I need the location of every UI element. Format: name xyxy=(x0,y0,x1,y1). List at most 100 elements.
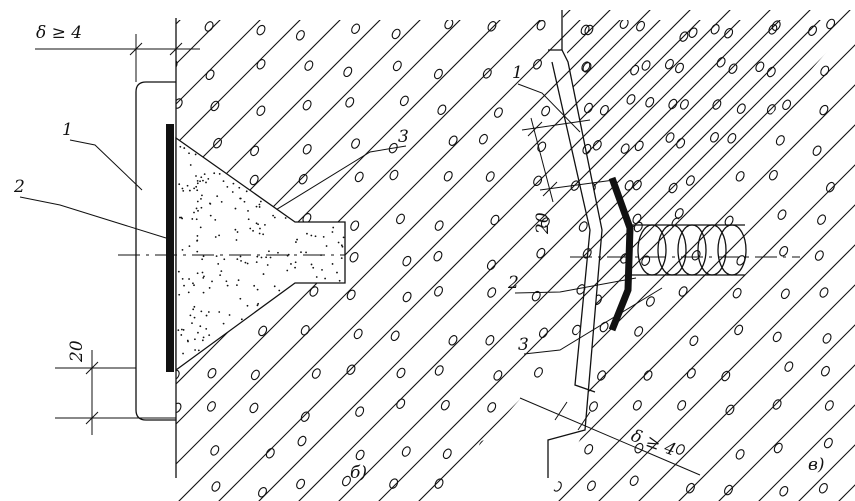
pebble-mark xyxy=(210,445,220,456)
callout-2-left: 2 xyxy=(13,177,25,197)
stipple-dot xyxy=(183,147,186,149)
stipple-dot xyxy=(209,202,211,205)
stipple-dot xyxy=(202,179,204,182)
stipple-dot xyxy=(324,277,327,280)
pebble-mark xyxy=(534,367,543,378)
stipple-dot xyxy=(306,232,308,235)
stipple-dot xyxy=(180,334,183,336)
stipple-dot xyxy=(294,261,297,264)
pebble-mark xyxy=(807,284,817,295)
pebble-mark xyxy=(686,368,696,379)
form-panel xyxy=(135,81,176,421)
stipple-dot xyxy=(200,176,203,179)
pebble-mark xyxy=(818,482,828,494)
stipple-dot xyxy=(266,264,269,266)
stipple-dot xyxy=(252,229,254,232)
stipple-dot xyxy=(236,231,239,233)
pebble-mark xyxy=(396,398,406,409)
pebble-mark xyxy=(536,20,546,31)
form-panel-right xyxy=(551,61,596,393)
stipple-dot xyxy=(290,263,292,265)
stipple-dot xyxy=(286,269,289,272)
stipple-dot xyxy=(196,235,199,237)
stipple-dot xyxy=(182,352,184,355)
pebble-mark xyxy=(820,65,830,77)
stipple-dot xyxy=(197,349,200,352)
stipple-dot xyxy=(226,185,229,188)
pebble-mark xyxy=(176,59,178,71)
pebble-mark xyxy=(442,448,452,460)
stipple-dot xyxy=(194,349,196,351)
pebble-mark xyxy=(764,143,774,154)
dim20-label-left: 20 xyxy=(67,340,87,363)
pebble-mark xyxy=(802,440,812,451)
pebble-mark xyxy=(676,138,686,149)
pebble-mark xyxy=(634,140,644,152)
stipple-dot xyxy=(337,241,340,244)
pebble-mark xyxy=(734,324,744,336)
hatch-stroke xyxy=(199,20,721,501)
hatch-stroke xyxy=(176,20,681,501)
pebble-mark xyxy=(671,399,681,410)
hatch-stroke xyxy=(548,10,855,501)
stipple-dot xyxy=(193,305,196,308)
spiral-loop xyxy=(657,224,687,276)
stipple-dot xyxy=(222,322,225,325)
stipple-dot xyxy=(265,256,268,259)
stipple-dot xyxy=(202,336,205,339)
pebble-mark xyxy=(533,175,543,187)
stipple-dot xyxy=(209,214,212,217)
pebble-mark xyxy=(721,370,731,382)
hatch-stroke xyxy=(548,10,821,501)
stipple-dot xyxy=(332,226,335,229)
pebble-mark xyxy=(346,364,356,375)
dim20r-vertical xyxy=(530,117,554,203)
stipple-dot xyxy=(246,262,249,265)
stipple-dot xyxy=(236,284,238,287)
gasket-strip-right xyxy=(608,176,634,332)
pebble-mark xyxy=(775,135,785,146)
pebble-mark xyxy=(634,326,644,337)
leader-3-right xyxy=(523,287,663,355)
pebble-mark xyxy=(350,220,360,231)
pebble-mark xyxy=(302,143,312,155)
stipple-dot xyxy=(236,258,239,260)
pebble-mark xyxy=(671,217,681,229)
pebble-mark xyxy=(355,449,365,461)
pebble-mark xyxy=(689,335,699,347)
stipple-dot xyxy=(220,270,223,273)
pebble-mark xyxy=(589,401,598,412)
pebble-mark xyxy=(256,59,266,70)
pebble-mark xyxy=(548,399,553,411)
pebble-mark xyxy=(582,143,592,155)
pebble-mark xyxy=(537,437,548,449)
pebble-mark xyxy=(437,104,447,115)
pebble-mark xyxy=(300,325,310,336)
spiral-loop xyxy=(637,224,667,276)
pebble-mark xyxy=(716,57,726,68)
stipple-dot xyxy=(195,218,198,221)
pebble-mark xyxy=(728,63,738,74)
pebble-mark xyxy=(250,369,260,381)
stipple-dot xyxy=(200,197,202,200)
stipple-dot xyxy=(193,211,195,214)
stipple-dot xyxy=(237,279,240,282)
pebble-mark xyxy=(353,328,363,340)
stipple-dot xyxy=(239,255,242,258)
pebble-mark xyxy=(541,105,551,117)
stipple-dot xyxy=(187,291,190,294)
stipple-dot xyxy=(216,195,219,198)
pebble-mark xyxy=(213,137,223,149)
stipple-dot xyxy=(322,235,325,238)
pebble-mark xyxy=(668,98,678,110)
pebble-mark xyxy=(396,213,405,225)
pebble-mark xyxy=(156,136,167,148)
pebble-mark xyxy=(448,135,458,146)
pebble-mark xyxy=(440,399,450,411)
stipple-dot xyxy=(196,182,199,185)
pebble-mark xyxy=(766,66,776,78)
stipple-dot xyxy=(247,218,250,221)
stipple-dot xyxy=(232,182,235,185)
stipple-dot xyxy=(193,187,196,190)
pebble-mark xyxy=(826,18,836,30)
